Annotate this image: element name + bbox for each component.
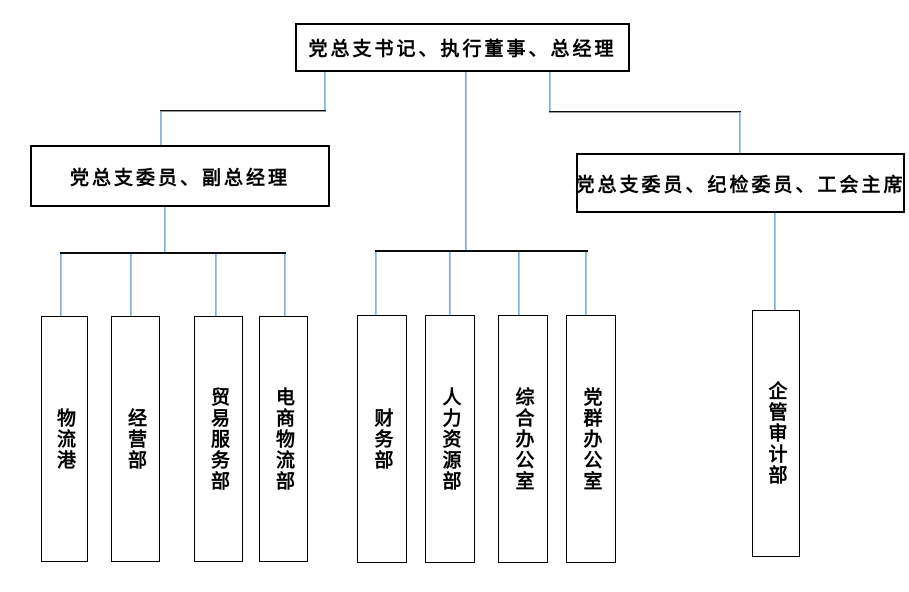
org-node-deputy-label: 党总支委员、副总经理: [69, 167, 290, 189]
dept-label: 经营部: [125, 407, 146, 471]
connector-drop-trade-services: [215, 254, 217, 317]
connector-left-group-bus: [60, 252, 286, 254]
connector-into-union-box: [739, 113, 741, 154]
dept-label: 财务部: [371, 407, 393, 471]
dept-label: 企管审计部: [765, 381, 787, 486]
org-node-hr-dept: 人力资源部: [425, 315, 475, 563]
org-node-party-masses-office: 党群办公室: [566, 315, 616, 563]
org-node-root: 党总支书记、执行董事、总经理: [295, 23, 630, 72]
org-node-discipline-union-chair: 党总支委员、纪检委员、工会主席: [576, 153, 905, 213]
org-node-union-label: 党总支委员、纪检委员、工会主席: [575, 174, 906, 196]
org-node-general-office: 综合办公室: [498, 315, 548, 563]
connector-center-group-bus: [375, 250, 588, 252]
dept-label: 贸易服务部: [208, 386, 229, 492]
org-node-trade-services-dept: 贸易服务部: [194, 316, 243, 562]
dept-label: 综合办公室: [512, 386, 534, 492]
org-node-finance-dept: 财务部: [357, 315, 407, 563]
connector-root-left-drop: [324, 71, 326, 112]
org-node-enterprise-audit-dept: 企管审计部: [752, 310, 800, 557]
connector-into-deputy-box: [160, 112, 162, 146]
org-node-ecommerce-logistics-dept: 电商物流部: [259, 316, 308, 562]
connector-drop-ecommerce-logistics: [284, 254, 286, 317]
org-node-deputy-general-manager: 党总支委员、副总经理: [30, 145, 330, 207]
connector-drop-audit-dept: [774, 212, 776, 311]
org-node-root-label: 党总支书记、执行董事、总经理: [308, 39, 617, 60]
connector-root-center-drop: [465, 71, 467, 251]
connector-drop-operations-dept: [130, 254, 132, 317]
connector-root-to-union-elbow: [549, 111, 741, 113]
connector-drop-party-masses-office: [585, 252, 587, 316]
dept-label: 电商物流部: [273, 386, 294, 492]
dept-label: 党群办公室: [580, 386, 602, 492]
connector-drop-logistics-port: [60, 254, 62, 317]
org-node-operations-dept: 经营部: [111, 316, 160, 562]
connector-drop-hr-dept: [449, 252, 451, 316]
connector-root-right-drop: [549, 71, 551, 113]
connector-deputy-out: [164, 206, 166, 254]
connector-drop-general-office: [518, 252, 520, 316]
dept-label: 物流港: [54, 407, 75, 471]
connector-drop-finance-dept: [375, 252, 377, 316]
org-node-logistics-port: 物流港: [41, 316, 88, 562]
connector-root-to-deputy-elbow: [160, 110, 326, 112]
dept-label: 人力资源部: [439, 386, 461, 492]
